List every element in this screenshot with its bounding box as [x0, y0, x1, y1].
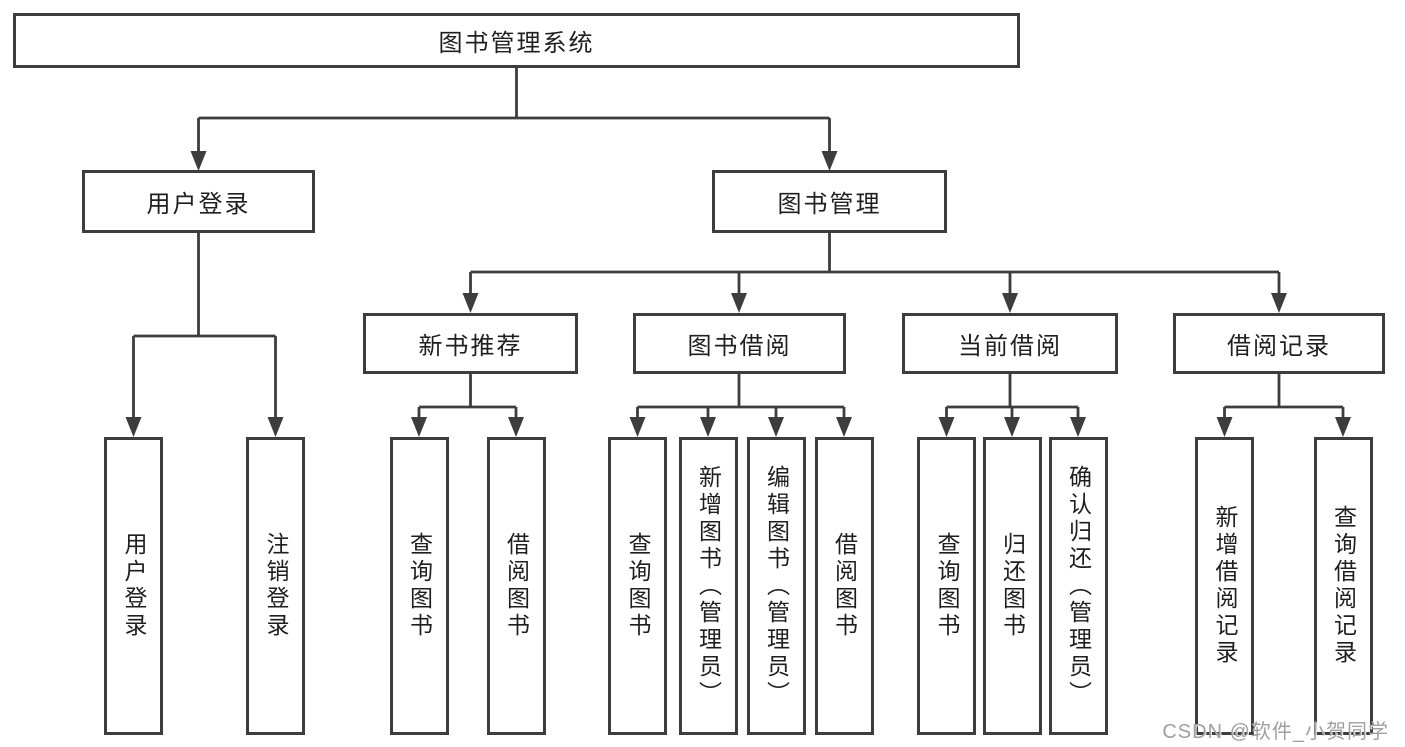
arrowhead [1002, 293, 1018, 313]
arrowhead [1335, 417, 1351, 437]
arrowhead [190, 151, 207, 171]
node-user-login: 用户登录 [82, 170, 315, 233]
arrowhead [267, 417, 284, 437]
connector-user-login-children [132, 233, 277, 420]
leaf-borrowing-borrow-books: 借阅图书 [814, 437, 874, 735]
arrowhead [700, 417, 716, 437]
arrowhead [1271, 293, 1287, 313]
leaf-newbook-query-books: 查询图书 [389, 437, 449, 735]
arrowhead [508, 417, 524, 437]
connector-book-borrowing-children [636, 374, 846, 420]
connector-borrow-records-children [1223, 374, 1345, 420]
arrowhead [768, 417, 784, 437]
arrowheads [125, 151, 1351, 437]
node-new-book-recommendation: 新书推荐 [363, 313, 578, 374]
arrowhead [462, 293, 479, 313]
leaf-borrowing-add-books-admin: 新增图书（管理员） [678, 437, 738, 735]
arrowhead [1216, 417, 1233, 437]
connector-book-management-children [469, 233, 1281, 296]
arrowhead [411, 417, 427, 437]
node-borrowing-records: 借阅记录 [1173, 313, 1385, 374]
leaf-user-login: 用户登录 [104, 437, 163, 735]
node-library-management-system: 图书管理系统 [13, 13, 1020, 68]
connector-new-book-children [417, 374, 518, 420]
arrowhead [125, 417, 142, 437]
leaf-records-query-record: 查询借阅记录 [1313, 437, 1373, 735]
leaf-records-add-record: 新增借阅记录 [1195, 437, 1254, 735]
leaf-borrowing-query-books: 查询图书 [608, 437, 667, 735]
arrowhead [1070, 417, 1086, 437]
arrowhead [629, 417, 646, 437]
leaf-current-return-books: 归还图书 [982, 437, 1042, 735]
connector-root-to-level2 [197, 68, 831, 154]
leaf-current-query-books: 查询图书 [917, 437, 976, 735]
connector-current-borrowing-children [945, 374, 1080, 420]
arrowhead [731, 293, 747, 313]
csdn-watermark: CSDN @软件_小贺同学 [1162, 721, 1389, 743]
arrowhead [836, 417, 852, 437]
leaf-current-confirm-return-admin: 确认归还（管理员） [1048, 437, 1108, 735]
leaf-logout: 注销登录 [246, 437, 305, 735]
node-current-borrowing: 当前借阅 [902, 313, 1118, 374]
leaf-borrowing-edit-books-admin: 编辑图书（管理员） [746, 437, 806, 735]
leaf-newbook-borrow-books: 借阅图书 [486, 437, 546, 735]
arrowhead [938, 417, 955, 437]
arrowhead [1004, 417, 1020, 437]
node-book-management: 图书管理 [712, 170, 947, 233]
arrowhead [821, 151, 838, 171]
node-book-borrowing: 图书借阅 [633, 313, 846, 374]
